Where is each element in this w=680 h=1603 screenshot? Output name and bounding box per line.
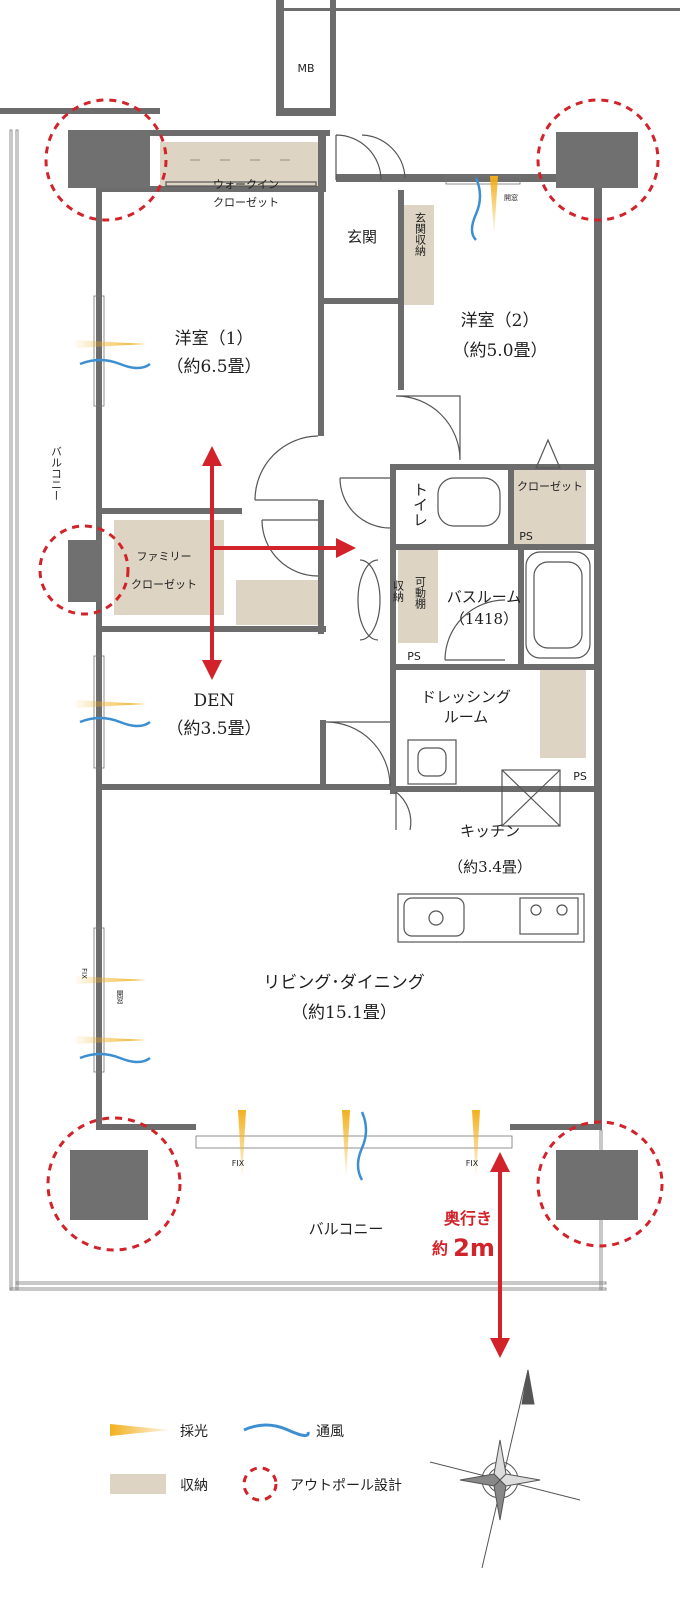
compass-icon — [429, 1369, 581, 1569]
legend-outwall-label: アウトポール設計 — [290, 1478, 402, 1494]
label-fix-1: FIX — [232, 1159, 245, 1168]
outwall-markers — [38, 98, 664, 1252]
label-movable-shelf: 可動棚 — [414, 576, 427, 610]
label-window-mark-2: 開窓 — [504, 193, 518, 202]
depth-note-value: 2m — [453, 1234, 495, 1262]
label-family-closet-1: ファミリー — [137, 550, 192, 563]
label-toilet: トイレ — [411, 482, 429, 527]
column-bottom-right — [556, 1150, 638, 1220]
column-top-right — [556, 132, 638, 188]
legend-ventilation-swatch — [243, 1423, 310, 1437]
label-ps-2: PS — [407, 650, 421, 663]
legend-outwall-swatch — [242, 1466, 278, 1502]
label-walkin-1: ウォークイン — [213, 178, 279, 191]
stove — [519, 897, 579, 935]
legend-daylight-label: 採光 — [180, 1424, 208, 1440]
label-living-size: （約15.1畳） — [291, 1003, 397, 1023]
legend-storage-swatch — [110, 1474, 166, 1494]
doors — [254, 134, 561, 831]
daylight-indicators — [76, 176, 498, 1180]
label-walkin-2: クローゼット — [213, 196, 279, 209]
label-fix-2: FIX — [466, 1159, 479, 1168]
column-mid-left — [68, 540, 102, 602]
label-balcony-side: バルコニー — [50, 446, 63, 501]
toilet-fixture — [437, 477, 501, 527]
circulation-arrows — [202, 446, 510, 1358]
label-bathroom-size: （1418） — [450, 610, 518, 628]
column-bottom-left — [70, 1150, 148, 1220]
balcony-depth-note: 奥行き 約 2m — [432, 1209, 495, 1262]
legend-storage-label: 収納 — [180, 1478, 208, 1494]
outwall-circle-bottom-left — [46, 1116, 182, 1252]
columns — [68, 130, 638, 1220]
outwall-circle-top-right — [536, 98, 660, 222]
walls — [0, 0, 680, 1291]
label-window-mark-1: 開窓 — [116, 990, 124, 1004]
windows — [93, 175, 521, 1149]
label-entrance: 玄関 — [347, 228, 377, 246]
outwall-circle-mid-left — [38, 524, 130, 616]
label-storage-short: 収納 — [392, 580, 405, 603]
label-family-closet-2: クローゼット — [131, 578, 197, 591]
label-ps-1: PS — [519, 530, 533, 543]
label-fix-3: FIX — [80, 968, 88, 979]
label-kitchen-size: （約3.4畳） — [448, 858, 532, 876]
depth-note-prefix: 約 — [432, 1239, 448, 1258]
label-den: DEN — [194, 691, 235, 711]
label-mb: MB — [297, 62, 314, 75]
label-entrance-storage: 玄関収納 — [414, 211, 427, 257]
legend-ventilation-label: 通風 — [316, 1424, 344, 1440]
label-dressing-2: ルーム — [444, 708, 489, 726]
ventilation-indicators — [79, 177, 482, 1181]
bathtub — [525, 551, 591, 659]
label-dressing-1: ドレッシング — [421, 688, 511, 706]
label-ps-3: PS — [573, 770, 587, 783]
label-western-1-size: （約6.5畳） — [166, 357, 261, 377]
label-living: リビング･ダイニング — [263, 973, 425, 993]
label-den-size: （約3.5畳） — [166, 719, 261, 739]
label-western-1: 洋室（1） — [175, 329, 254, 349]
label-western-2: 洋室（2） — [461, 311, 540, 331]
washbasin — [407, 739, 457, 785]
label-kitchen: キッチン — [460, 822, 520, 840]
column-top-left — [68, 130, 150, 188]
label-bathroom: バスルーム — [447, 588, 522, 606]
range-hood — [501, 769, 561, 827]
legend: 採光 通風 収納 アウトポール設計 — [110, 1423, 402, 1502]
kitchen-sink — [403, 897, 465, 937]
storage-areas — [114, 142, 586, 758]
room-labels: MB ウォークイン クローゼット 玄関 玄関収納 洋室（1） （約6.5畳） 洋… — [50, 62, 587, 1238]
label-western-2-size: （約5.0畳） — [452, 341, 547, 361]
label-balcony-bottom: バルコニー — [309, 1220, 384, 1238]
legend-daylight-swatch — [110, 1424, 170, 1436]
kitchen-counter — [397, 893, 585, 943]
fixtures — [165, 159, 591, 943]
outwall-circle-top-left — [44, 98, 168, 222]
label-closet: クローゼット — [517, 480, 583, 493]
outwall-circle-bottom-right — [536, 1120, 664, 1248]
depth-note-line1: 奥行き — [444, 1209, 492, 1228]
